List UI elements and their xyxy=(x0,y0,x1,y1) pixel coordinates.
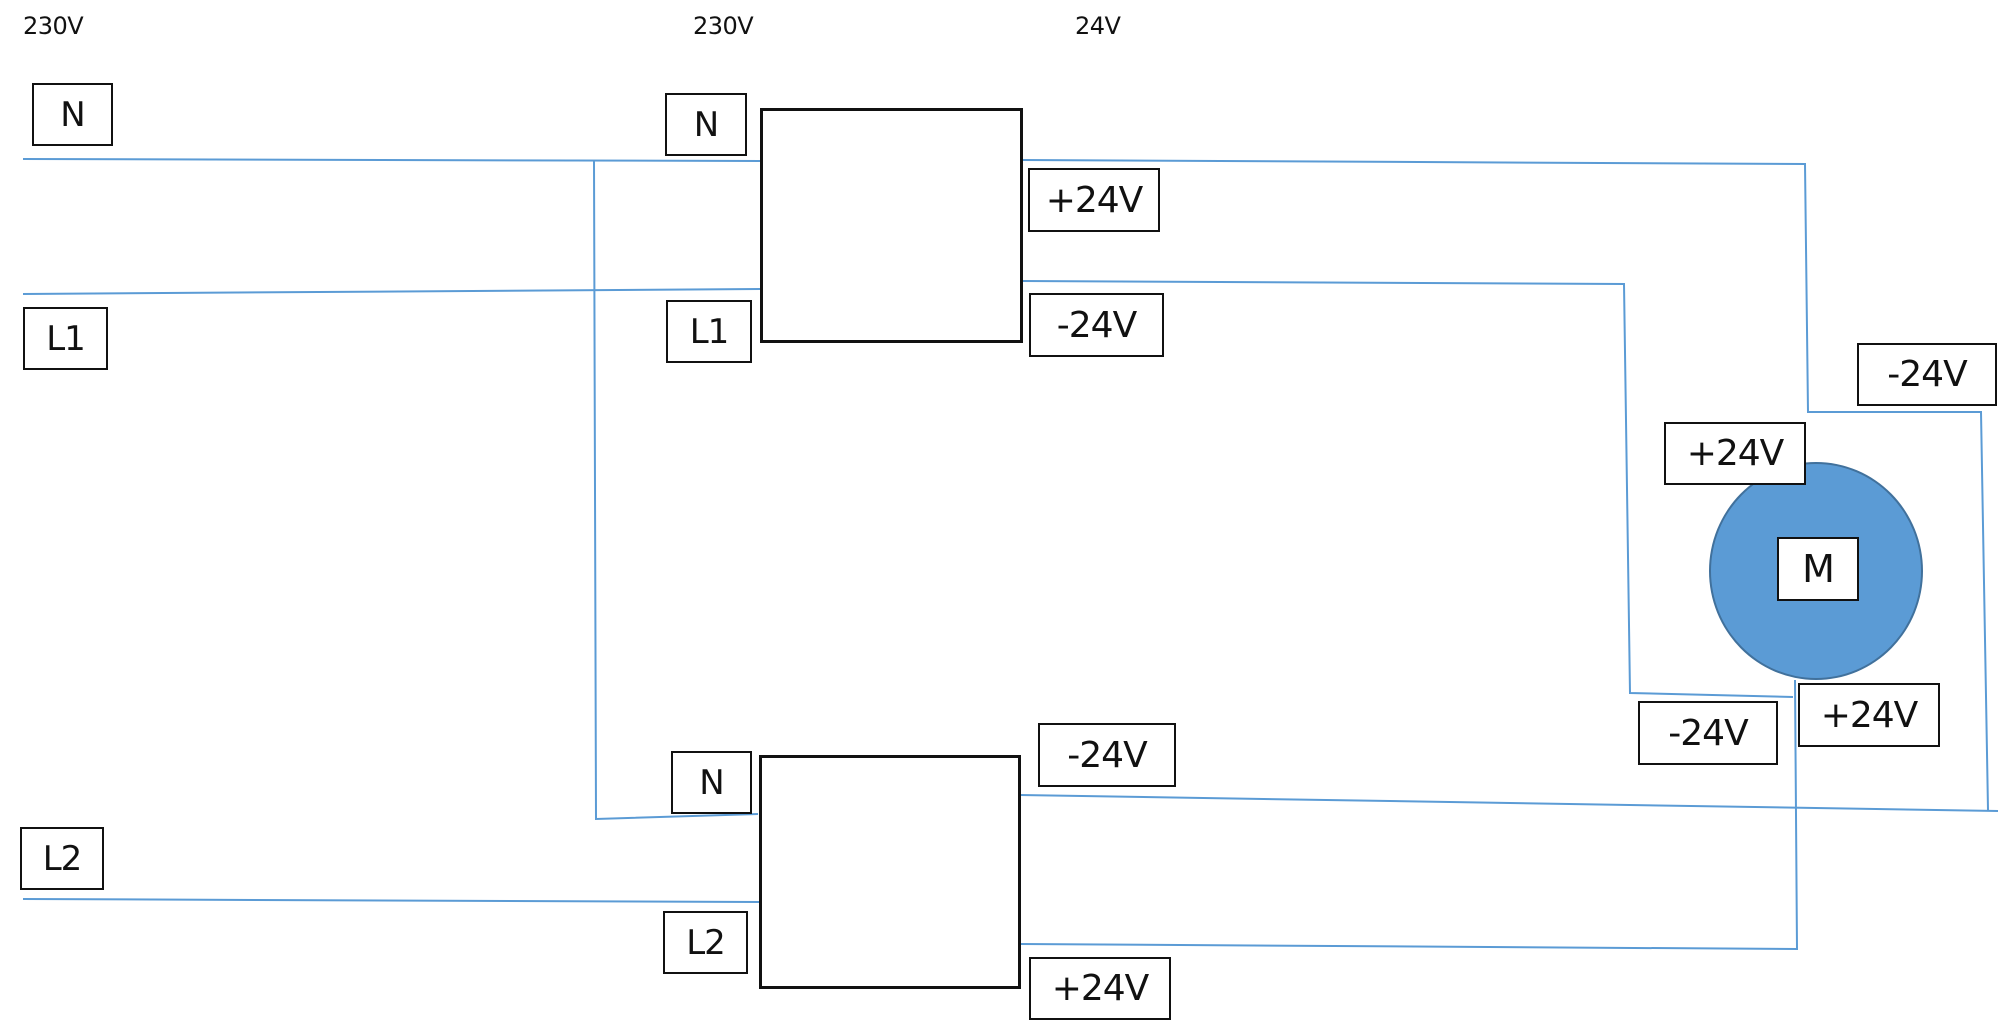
power-supply-bottom xyxy=(759,755,1021,989)
motor-terminal-top-pos: +24V xyxy=(1664,422,1806,485)
wire-mains-l1 xyxy=(22,288,761,295)
wire-mains-l2 xyxy=(22,898,761,903)
psu-bottom-input-l2: L2 xyxy=(663,911,748,974)
wire-psu-bottom-pos xyxy=(1019,679,1799,951)
wire-mains-n xyxy=(22,158,761,162)
motor-terminal-bottom-neg: -24V xyxy=(1638,701,1778,765)
motor-label: M xyxy=(1777,537,1859,601)
header-psu-input-voltage: 230V xyxy=(693,12,754,40)
psu-bottom-output-neg: -24V xyxy=(1038,723,1176,787)
supply-terminal-l1: L1 xyxy=(23,307,108,370)
supply-terminal-l2: L2 xyxy=(20,827,104,890)
psu-top-input-l1: L1 xyxy=(666,300,752,363)
header-psu-output-voltage: 24V xyxy=(1075,12,1121,40)
wire-psu-bottom-neg xyxy=(1019,794,1999,812)
psu-bottom-output-pos: +24V xyxy=(1029,957,1171,1020)
psu-top-output-neg: -24V xyxy=(1029,293,1164,357)
header-mains-voltage: 230V xyxy=(23,12,84,40)
wire-psu-top-pos xyxy=(1021,159,1989,811)
motor-terminal-top-neg: -24V xyxy=(1857,343,1997,406)
psu-bottom-input-n: N xyxy=(671,751,752,814)
wire-psu-top-neg xyxy=(1021,280,1794,698)
power-supply-top xyxy=(760,108,1023,343)
psu-top-output-pos: +24V xyxy=(1028,168,1160,232)
motor-terminal-bottom-pos: +24V xyxy=(1798,683,1940,747)
psu-top-input-n: N xyxy=(665,93,747,156)
supply-terminal-n: N xyxy=(32,83,113,146)
wire-n-bridge xyxy=(593,160,759,821)
